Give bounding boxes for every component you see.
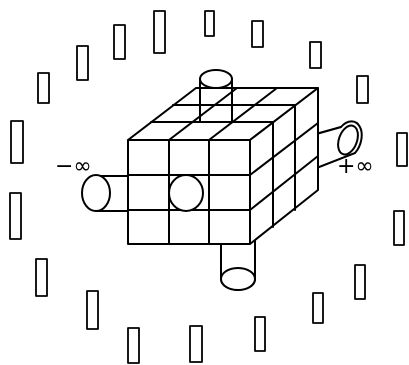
cube-grid-line: [208, 87, 278, 141]
cube-grid-line: [249, 155, 319, 211]
top-cylinder-cap: [199, 69, 233, 89]
top-cylinder-bore: [199, 78, 233, 123]
ring-rect: [312, 292, 324, 324]
ring-rect: [251, 20, 264, 48]
right-cylinder-cap: [337, 124, 359, 156]
bottom-cylinder-cap: [220, 267, 256, 291]
ring-rect: [113, 24, 126, 60]
left-cylinder-cap: [81, 174, 111, 212]
ring-rect: [309, 41, 322, 69]
ring-rect: [35, 258, 48, 297]
ring-rect: [153, 10, 166, 54]
left-cylinder: [81, 174, 129, 212]
ring-rect: [10, 120, 24, 164]
rectangle-ring: [9, 10, 408, 364]
plus-infinity-label: +∞: [337, 154, 374, 179]
ring-rect: [76, 45, 89, 81]
ring-rect: [204, 10, 215, 37]
front-face-hole: [168, 174, 204, 212]
ring-rect: [189, 325, 203, 363]
ring-rect: [354, 264, 366, 300]
cube-grid-line: [249, 122, 319, 176]
ring-rect: [396, 132, 408, 167]
cube: [127, 87, 319, 245]
ring-rect: [393, 210, 405, 246]
ring-rect: [37, 72, 50, 104]
ring-rect: [356, 75, 369, 104]
ring-rect: [9, 192, 22, 240]
bottom-cylinder: [220, 239, 256, 291]
minus-infinity-label: −∞: [55, 154, 92, 179]
ring-rect: [254, 316, 266, 352]
ring-rect: [86, 290, 99, 330]
cube-grid-line: [168, 87, 238, 141]
ring-rect: [127, 327, 140, 364]
